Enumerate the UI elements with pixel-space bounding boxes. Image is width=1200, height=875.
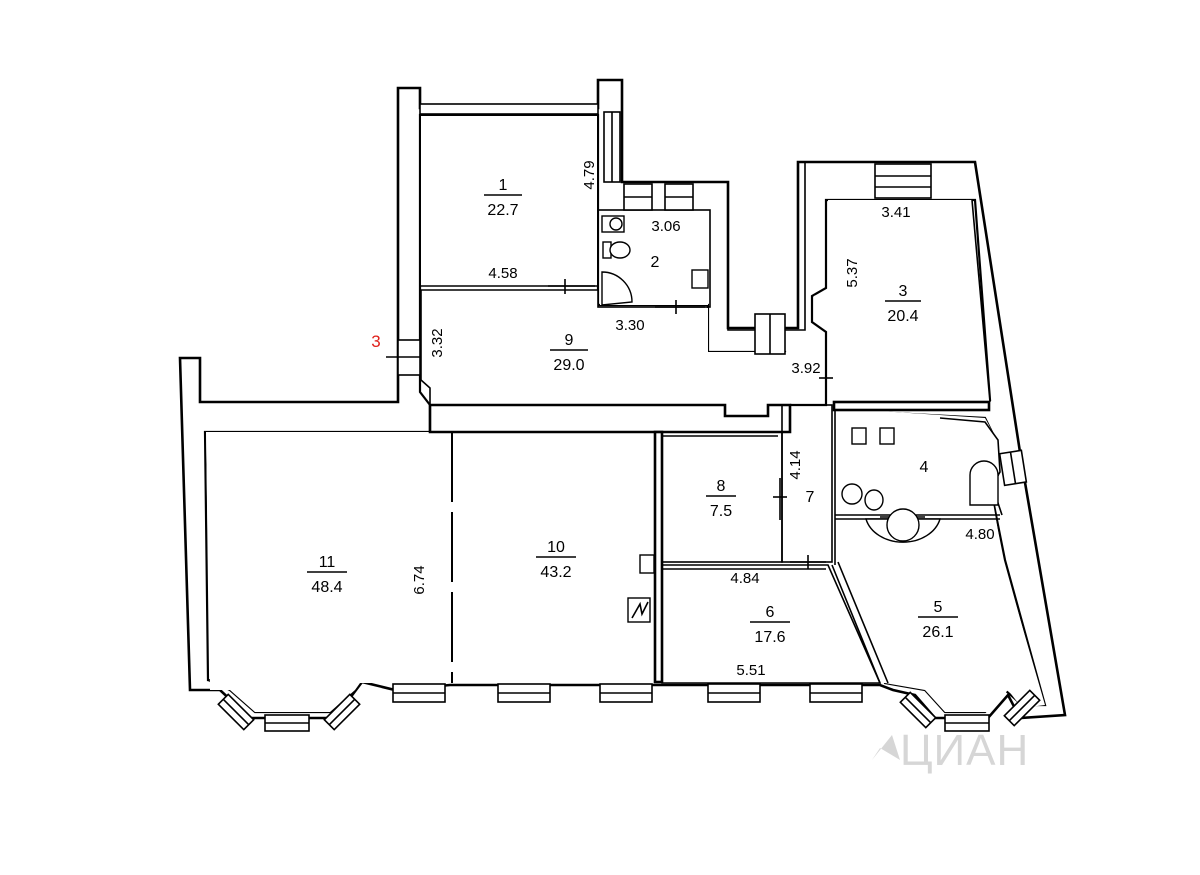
room-1-area: 22.7	[487, 202, 518, 219]
window-bay-right-w	[899, 691, 937, 729]
dim-room-6-bottom: 5.51	[736, 662, 765, 679]
room-9-number: 9	[565, 332, 574, 349]
room-1-floor	[421, 116, 597, 286]
room-3-number: 3	[899, 283, 908, 300]
dim-room-2-bottom: 3.30	[615, 317, 644, 334]
dim-room-3-width: 3.41	[881, 204, 910, 221]
heater-room-2	[691, 269, 709, 289]
room-9-floor	[421, 290, 790, 405]
room-9-area: 29.0	[553, 357, 584, 374]
window-room-4-east	[998, 449, 1028, 487]
room-5-number: 5	[934, 599, 943, 616]
dim-room-7-height: 4.14	[787, 450, 804, 479]
shower-room-2	[601, 271, 633, 306]
room-10-area: 43.2	[540, 564, 571, 581]
meter-room-10-zigzag	[631, 601, 649, 619]
toilet-room-4-b	[864, 489, 884, 511]
dim-room-6-top: 4.84	[730, 570, 759, 587]
dim-room-9-height: 3.32	[429, 328, 446, 357]
room-1-number: 1	[499, 177, 508, 194]
wall-6-5	[837, 561, 889, 684]
room-6-number: 6	[766, 604, 775, 621]
dim-room-1-height: 4.79	[581, 160, 598, 189]
room-8-number: 8	[717, 478, 726, 495]
room-11-number: 11	[319, 554, 336, 571]
watermark-logo-icon	[872, 735, 900, 760]
dim-room-11-height: 6.74	[411, 565, 428, 594]
wall-10-8	[653, 430, 664, 684]
sink-bowl-room-2	[609, 217, 623, 231]
room-5-area: 26.1	[922, 624, 953, 641]
toilet-room-4-a	[841, 483, 863, 505]
window-bay-right-e	[1003, 689, 1041, 727]
wall-room-2	[597, 209, 711, 308]
dim-room-3-height: 5.37	[844, 258, 861, 287]
room-11-area: 48.4	[311, 579, 342, 596]
meter-room-10	[627, 597, 651, 623]
wall-9-south	[428, 403, 792, 434]
toilet-room-2	[609, 241, 631, 259]
room-8-area: 7.5	[710, 503, 732, 520]
room-7-number: 7	[806, 489, 815, 506]
wall-9-west	[420, 290, 431, 405]
heater-room-10	[639, 554, 655, 574]
dim-room-5-width: 4.80	[965, 526, 994, 543]
room-labels: 1 22.7 2 3 20.4 4 5 26.1 6 17.6 7 8 7.5 …	[307, 177, 958, 646]
window-room-1-north	[419, 103, 599, 115]
window-bay-left-e	[323, 693, 361, 731]
entrance-marker: 3	[371, 332, 380, 351]
watermark-text: ЦИАН	[900, 726, 1029, 775]
wall-shaft	[622, 162, 806, 331]
wall-3-4	[832, 400, 991, 412]
sink-room-4-b	[879, 427, 895, 445]
dim-room-9-width: 3.92	[791, 360, 820, 377]
watermark: ЦИАН	[872, 726, 1029, 775]
dimension-labels: 4.79 3.06 4.58 3.30 3.32 3.41 5.37 3.92 …	[411, 160, 995, 679]
room-3-area: 20.4	[887, 308, 918, 325]
dim-room-1-width: 4.58	[488, 265, 517, 282]
dim-room-2-width: 3.06	[651, 218, 680, 235]
room-2-number: 2	[651, 254, 660, 271]
room-10-number: 10	[547, 539, 565, 556]
window-room-3	[874, 163, 932, 199]
sink-room-4-a	[851, 427, 867, 445]
window-bay-left-w	[217, 693, 255, 731]
room-4-number: 4	[920, 459, 929, 476]
shower-drain-room-5	[886, 508, 920, 542]
wall-6-5b	[831, 564, 881, 684]
room-6-area: 17.6	[754, 629, 785, 646]
wall-3-east	[971, 199, 991, 403]
bathtub-room-4	[969, 460, 999, 506]
